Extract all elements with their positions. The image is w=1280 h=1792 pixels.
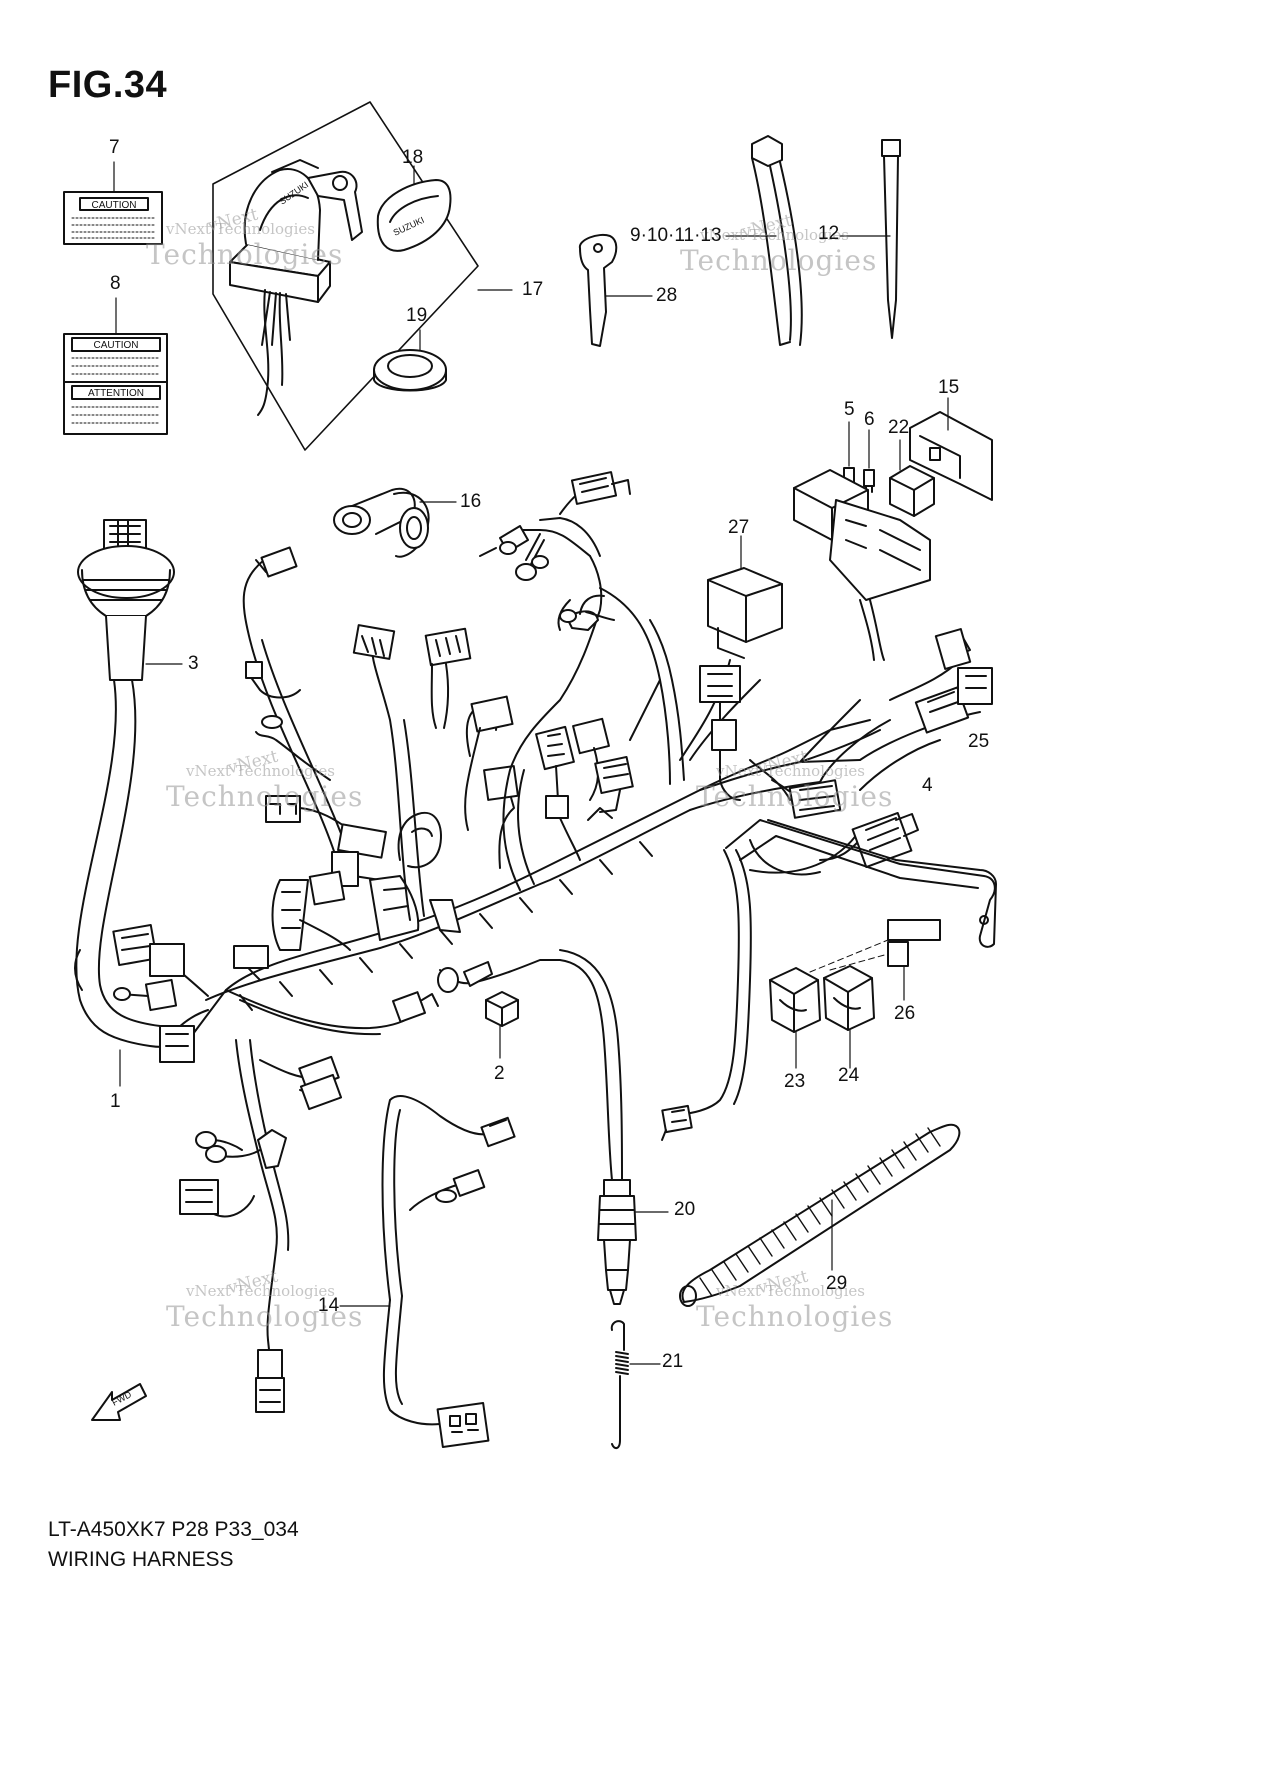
attention-heading-text: ATTENTION <box>88 388 144 399</box>
diagram-title: WIRING HARNESS <box>48 1548 234 1571</box>
connector-cap-part-2[interactable] <box>485 991 519 1027</box>
spring-clip-part-21[interactable] <box>610 1320 629 1450</box>
harness-connector-group-mid[interactable] <box>535 717 634 861</box>
harness-branch-left-lower[interactable] <box>179 1039 343 1413</box>
callout-14[interactable]: 14 <box>318 1295 340 1316</box>
cable-tie-part-12[interactable] <box>881 139 901 339</box>
harness-connector-group-center-left[interactable] <box>271 811 461 951</box>
ignition-key-on-switch[interactable] <box>307 170 363 241</box>
callout-20[interactable]: 20 <box>674 1199 696 1220</box>
sub-harness-part-14[interactable] <box>381 1095 516 1449</box>
callout-15[interactable]: 15 <box>938 377 960 398</box>
callout-22[interactable]: 22 <box>888 417 910 438</box>
callout-1[interactable]: 1 <box>110 1091 121 1112</box>
harness-connector-group-center[interactable] <box>352 624 519 921</box>
unit-part-27[interactable] <box>707 567 783 659</box>
forward-direction-arrow-icon: FWD <box>91 1383 147 1421</box>
callout-27[interactable]: 27 <box>728 517 750 538</box>
callout-29[interactable]: 29 <box>826 1273 848 1294</box>
callout-26[interactable]: 26 <box>894 1003 916 1024</box>
main-connector-part-3[interactable] <box>77 519 175 681</box>
switch-cover-part-18[interactable]: SUZUKI <box>376 179 452 252</box>
callout-9-10-11-13[interactable]: 9·10·11·13 <box>630 225 722 246</box>
caution-label-text: CAUTION <box>92 200 137 211</box>
ring-nut-part-19[interactable] <box>373 349 447 392</box>
key-part-28[interactable] <box>578 234 618 347</box>
bracket-part-15[interactable] <box>909 411 993 501</box>
caution-label-part-7[interactable]: CAUTION <box>63 191 163 245</box>
caution-attention-label-part-8[interactable]: CAUTION ATTENTION <box>63 333 168 435</box>
callout-2[interactable]: 2 <box>494 1063 505 1084</box>
model-code: LT-A450XK7 P28 P33_034 <box>48 1518 299 1541</box>
callout-8[interactable]: 8 <box>110 273 121 294</box>
callout-25[interactable]: 25 <box>968 731 990 752</box>
callout-24[interactable]: 24 <box>838 1065 860 1086</box>
harness-branch-upper-left[interactable] <box>242 546 353 871</box>
callout-21[interactable]: 21 <box>662 1351 684 1372</box>
figure-number: FIG.34 <box>48 64 168 106</box>
callout-3[interactable]: 3 <box>188 653 199 674</box>
callout-19[interactable]: 19 <box>406 305 428 326</box>
callout-5[interactable]: 5 <box>844 399 855 420</box>
callout-7[interactable]: 7 <box>109 137 120 158</box>
callout-28[interactable]: 28 <box>656 285 678 306</box>
main-wiring-harness-part-1[interactable] <box>74 679 891 1048</box>
caution-heading-text: CAUTION <box>94 340 139 351</box>
harness-branch-right-lower[interactable] <box>661 849 752 1141</box>
fuse-box[interactable] <box>793 469 931 661</box>
cover-part-23[interactable] <box>769 967 821 1033</box>
callout-16[interactable]: 16 <box>460 491 482 512</box>
harness-branch-left[interactable] <box>112 923 269 1063</box>
sensor-part-20[interactable] <box>597 1179 637 1305</box>
harness-connector-group-upper-center[interactable] <box>479 471 631 891</box>
cable-tie-part-9[interactable] <box>751 135 803 346</box>
callout-6[interactable]: 6 <box>864 409 875 430</box>
harness-branch-upper-right-wire[interactable] <box>557 587 761 801</box>
harness-connector-right-end[interactable] <box>749 628 993 876</box>
callout-12[interactable]: 12 <box>818 223 840 244</box>
ignition-switch[interactable]: SUZUKI <box>229 159 331 416</box>
callout-18[interactable]: 18 <box>402 147 424 168</box>
cover-part-24[interactable] <box>823 965 875 1031</box>
callout-17[interactable]: 17 <box>522 279 544 300</box>
bracket-plate[interactable] <box>725 819 997 967</box>
harness-branch-mid-lower[interactable] <box>225 949 623 1181</box>
relay-part-22[interactable] <box>889 465 935 517</box>
corrugated-tube-part-29[interactable] <box>679 1123 961 1307</box>
power-socket-part-16[interactable] <box>333 487 430 558</box>
callout-23[interactable]: 23 <box>784 1071 806 1092</box>
callout-4[interactable]: 4 <box>922 775 933 796</box>
